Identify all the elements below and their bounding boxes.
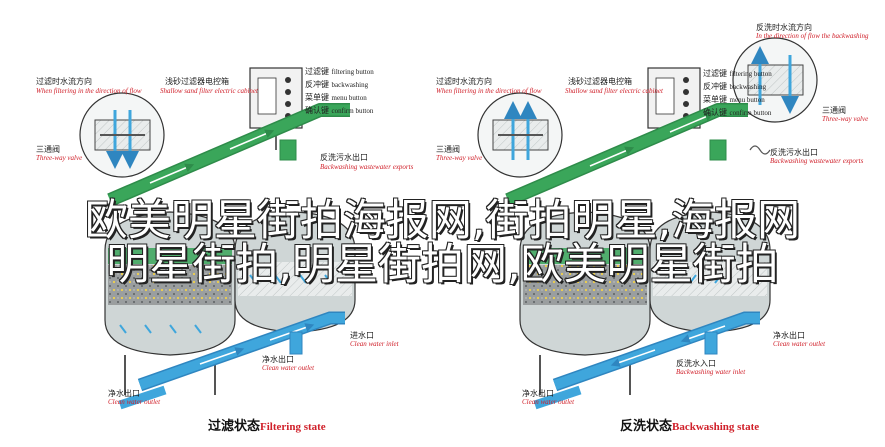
- label-filter-button: 过滤键 filtering button: [305, 66, 374, 76]
- label-three-way-valve: 三通阀: [436, 144, 460, 154]
- label-confirm-button: 确认键 confirm button: [703, 107, 772, 117]
- panel-backwashing: 过滤时水流方向 When filtering in the direction …: [436, 22, 869, 434]
- label-inlet: 进水口: [350, 330, 374, 340]
- label-outlet-en: Clean water outlet: [773, 340, 826, 348]
- outlet-pipe-blue: [118, 311, 345, 410]
- label-backwash-direction-en: In the direction of flow the backwashing: [755, 32, 869, 40]
- sewage-pipe-green: [505, 103, 771, 207]
- label-outlet-en: Clean water outlet: [262, 364, 315, 372]
- label-outlet-2: 净水出口: [522, 388, 554, 398]
- backwash-inlet-pipe-blue: [533, 311, 760, 410]
- panel-filtering: 过滤时水流方向 When filtering in the direction …: [36, 66, 414, 434]
- label-menu-button: 菜单键 menu button: [305, 92, 367, 102]
- label-flow-direction-en: When filtering in the direction of flow: [36, 87, 142, 95]
- label-outlet: 净水出口: [773, 330, 805, 340]
- label-outlet-2: 净水出口: [108, 388, 140, 398]
- filter-tank-left: [519, 211, 651, 395]
- label-confirm-button: 确认键 confirm button: [305, 105, 374, 115]
- label-three-way-valve-2: 三通阀: [822, 105, 846, 115]
- watermark-title-line-2: 明星街拍,明星街拍网,欧美明星街拍: [106, 239, 780, 291]
- filter-tank-left: [104, 211, 236, 395]
- label-flow-direction: 过滤时水流方向: [36, 76, 92, 86]
- label-menu-button: 菜单键 menu button: [703, 94, 765, 104]
- label-backwash-button: 反冲键 backwashing: [305, 79, 369, 89]
- filter-tank-right: [234, 211, 356, 333]
- label-three-way-valve: 三通阀: [36, 144, 60, 154]
- label-outlet: 净水出口: [262, 354, 294, 364]
- panel-title-filtering: 过滤状态Filtering state: [208, 418, 326, 434]
- label-outlet-2-en: Clean water outlet: [108, 398, 161, 406]
- label-backwash-button: 反冲键 backwashing: [703, 81, 767, 91]
- label-three-way-valve-en: Three-way valve: [436, 154, 482, 162]
- label-backwash-inlet: 反洗水入口: [676, 358, 716, 368]
- valve-detail-inset: [477, 92, 563, 178]
- valve-detail-inset-top: [732, 37, 818, 123]
- label-flow-direction-en: When filtering in the direction of flow: [436, 87, 542, 95]
- label-three-way-valve-2-en: Three-way valve: [822, 115, 868, 123]
- label-cabinet-en: Shallow sand filter electric cabinet: [160, 87, 259, 95]
- label-sewage-outlet: 反洗污水出口: [320, 152, 368, 162]
- label-cabinet: 浅砂过滤器电控箱: [165, 76, 229, 86]
- label-backwash-inlet-en: Backwashing water inlet: [676, 368, 746, 376]
- label-flow-direction: 过滤时水流方向: [436, 76, 492, 86]
- inlet-pipe-green: [107, 103, 350, 207]
- label-sewage-outlet: 反洗污水出口: [770, 147, 818, 157]
- panel-title-backwashing: 反洗状态Backwashing state: [620, 418, 759, 434]
- label-backwash-direction: 反洗时水流方向: [756, 22, 812, 32]
- label-cabinet-en: Shallow sand filter electric cabinet: [565, 87, 664, 95]
- label-filter-button: 过滤键 filtering button: [703, 68, 772, 78]
- valve-detail-inset: [79, 92, 165, 178]
- label-three-way-valve-en: Three-way valve: [36, 154, 82, 162]
- label-outlet-2-en: Clean water outlet: [522, 398, 575, 406]
- label-cabinet: 浅砂过滤器电控箱: [568, 76, 632, 86]
- label-sewage-outlet-en: Backwashing wastewater exports: [320, 163, 414, 171]
- label-inlet-en: Clean water inlet: [350, 340, 400, 348]
- filter-tank-right: [649, 211, 771, 333]
- label-sewage-outlet-en: Backwashing wastewater exports: [770, 157, 864, 165]
- watermark-title-line-1: 欧美明星街拍海报网,街拍明星,海报网: [84, 195, 801, 247]
